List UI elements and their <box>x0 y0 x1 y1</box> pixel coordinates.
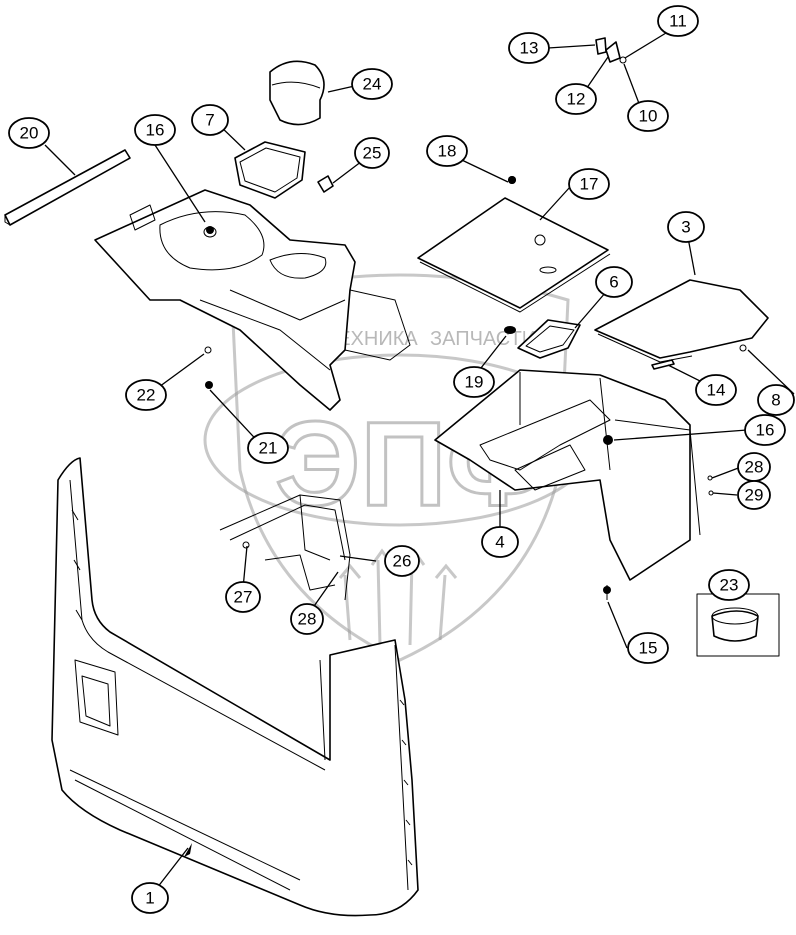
callout-18: 18 <box>426 135 468 167</box>
callout-28-left-label: 28 <box>298 610 317 629</box>
callout-26-label: 26 <box>393 552 412 571</box>
part-15-bolt <box>603 585 611 600</box>
callout-28-left: 28 <box>290 603 324 635</box>
callout-19-label: 19 <box>465 373 484 392</box>
callout-16-upper-label: 16 <box>146 121 165 140</box>
part-8-washer <box>739 344 747 352</box>
watermark-wheat-icon <box>338 548 458 646</box>
part-3-panel <box>594 279 769 363</box>
callout-16-lower-label: 16 <box>756 421 775 440</box>
part-7-tray <box>234 141 306 199</box>
part-25-clip <box>317 175 334 193</box>
callout-1: 1 <box>131 882 169 914</box>
callout-13-label: 13 <box>520 39 539 58</box>
callout-29: 29 <box>737 480 771 510</box>
callout-16-upper: 16 <box>134 114 176 146</box>
callout-14: 14 <box>695 374 737 406</box>
part-19-grommet <box>504 326 516 334</box>
part-28-29-fasteners <box>707 475 714 496</box>
part-18-screw <box>508 176 516 184</box>
callout-14-label: 14 <box>707 381 726 400</box>
part-20-trim-strip <box>4 149 131 226</box>
callout-15-label: 15 <box>639 639 658 658</box>
callout-20: 20 <box>8 117 50 149</box>
callout-21: 21 <box>247 432 289 464</box>
callout-6: 6 <box>595 266 633 298</box>
callout-17-label: 17 <box>580 175 599 194</box>
callout-4: 4 <box>481 526 519 558</box>
callout-10: 10 <box>627 100 669 132</box>
callout-10-label: 10 <box>639 107 658 126</box>
part-6-lid <box>517 319 581 359</box>
part-4-console-tub <box>434 369 701 581</box>
callout-11-label: 11 <box>669 12 687 31</box>
callout-29-label: 29 <box>745 486 764 505</box>
callout-28-right: 28 <box>737 452 771 482</box>
callout-7-label: 7 <box>205 111 214 130</box>
callout-12: 12 <box>555 83 597 115</box>
callout-17: 17 <box>568 168 610 200</box>
callout-3: 3 <box>667 211 705 243</box>
callout-25-label: 25 <box>363 144 382 163</box>
callout-27: 27 <box>225 581 261 613</box>
callout-1-label: 1 <box>145 889 154 908</box>
callout-18-label: 18 <box>438 142 457 161</box>
callout-16-lower: 16 <box>744 414 786 446</box>
part-23-plug <box>696 593 780 657</box>
callout-26: 26 <box>384 545 420 577</box>
callout-24: 24 <box>351 68 393 100</box>
callout-8: 8 <box>757 384 795 416</box>
callout-3-label: 3 <box>681 218 690 237</box>
callout-11: 11 <box>657 5 699 37</box>
console-upper-assembly <box>94 189 411 411</box>
callout-21-label: 21 <box>259 439 278 458</box>
callout-15: 15 <box>627 632 669 664</box>
callout-23: 23 <box>708 569 750 601</box>
callout-20-label: 20 <box>20 124 39 143</box>
part-11-12-13-hinge-hardware <box>595 37 627 64</box>
part-21-bolt <box>205 381 213 389</box>
part-14-strip <box>651 359 675 370</box>
callout-28-right-label: 28 <box>745 458 764 477</box>
callout-13: 13 <box>508 32 550 64</box>
callout-8-label: 8 <box>771 391 780 410</box>
callout-24-label: 24 <box>363 75 382 94</box>
callout-22: 22 <box>125 379 167 411</box>
callout-19: 19 <box>453 366 495 398</box>
part-16-fastener <box>206 226 613 445</box>
callout-4-label: 4 <box>495 533 504 552</box>
callout-7: 7 <box>191 104 229 136</box>
part-17-cover-plate <box>417 176 611 313</box>
part-1-lower-panel <box>51 457 419 917</box>
callout-23-label: 23 <box>720 576 739 595</box>
callout-12-label: 12 <box>567 90 586 109</box>
watermark-text-left: ТЕХНИКА <box>325 328 418 350</box>
callout-27-label: 27 <box>234 588 253 607</box>
callout-25: 25 <box>354 137 390 169</box>
part-22-fastener <box>204 346 212 354</box>
callout-22-label: 22 <box>137 386 156 405</box>
part-27-bracket <box>219 494 351 601</box>
part-24-cup-insert <box>269 60 325 126</box>
callout-6-label: 6 <box>609 273 618 292</box>
